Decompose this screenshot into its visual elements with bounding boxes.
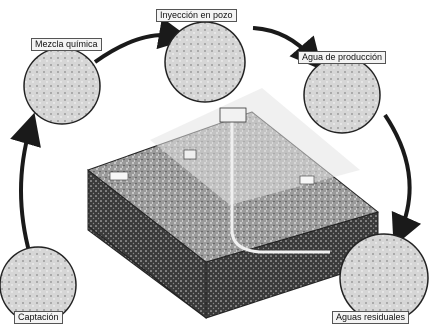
storage-tanks [220,108,246,122]
arrow-mezcla-to-inyeccion [95,35,175,62]
arrow-agua-to-residuales [385,115,410,232]
circle-inyeccion [165,22,245,102]
pond [110,172,128,180]
circle-residuales [340,234,428,322]
label-captacion: Captación [14,311,63,324]
label-inyeccion-en-pozo: Inyección en pozo [156,9,237,22]
truck [300,176,314,184]
rig-structure [184,150,196,159]
circle-agua [304,57,380,133]
label-mezcla-quimica: Mezcla química [31,38,102,51]
circle-mezcla [24,48,100,124]
label-agua-de-produccion: Agua de producción [298,51,386,64]
arrow-captacion-to-mezcla [21,128,30,255]
label-aguas-residuales: Aguas residuales [332,311,409,324]
